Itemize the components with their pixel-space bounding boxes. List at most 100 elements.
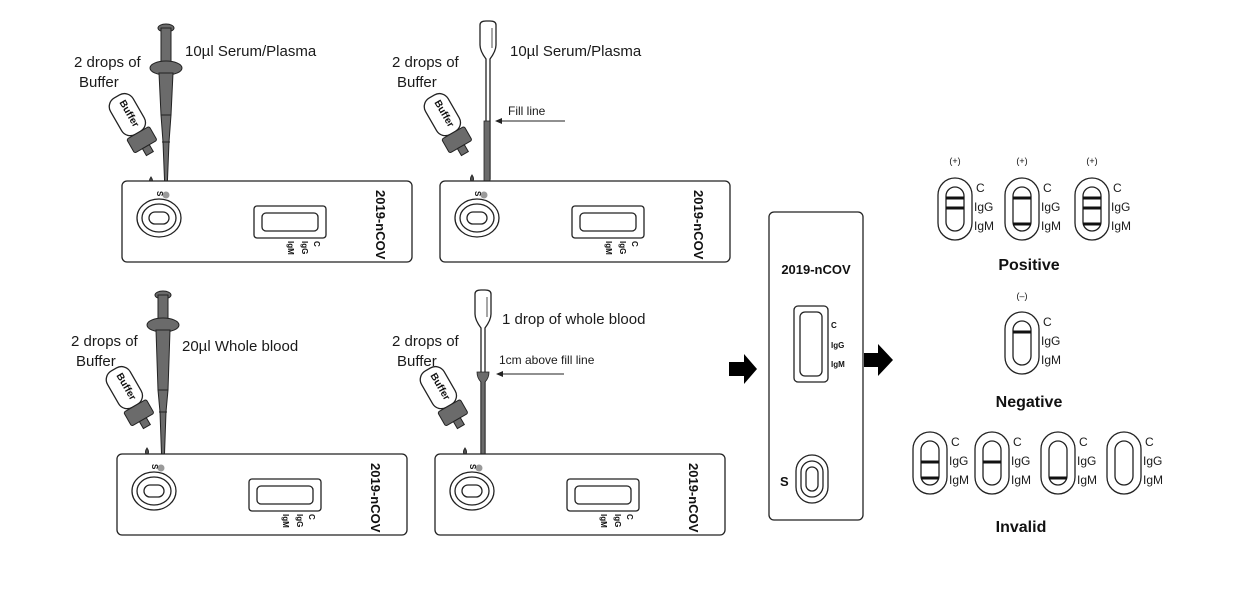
line-label: IgM bbox=[599, 514, 608, 528]
sample-drop-icon bbox=[475, 464, 483, 472]
line-label: C bbox=[976, 181, 985, 195]
band-igg bbox=[1083, 206, 1101, 210]
line-label: C bbox=[625, 514, 634, 520]
fill-line-label: Fill line bbox=[508, 104, 546, 118]
cassette-brand: 2019-nCOV bbox=[368, 463, 383, 533]
line-label: IgG bbox=[295, 514, 304, 527]
sample-well-hole bbox=[143, 484, 165, 498]
line-label: C bbox=[1113, 181, 1122, 195]
line-label: IgM bbox=[281, 514, 290, 528]
result-strip: C IgG IgM bbox=[1004, 177, 1061, 241]
result-window-inner bbox=[579, 212, 637, 232]
sample-port-letter: S bbox=[780, 474, 789, 489]
result-window-inner bbox=[261, 212, 319, 232]
sample-well-hole bbox=[805, 466, 819, 492]
line-label: IgM bbox=[1041, 219, 1061, 233]
result-sign: (+) bbox=[1016, 156, 1027, 166]
buffer-label-line1: 2 drops of bbox=[74, 54, 142, 71]
panel-serum-dropper: 2 drops of Buffer 10µl Serum/Plasma Fill… bbox=[392, 20, 642, 195]
sample-well-hole bbox=[466, 211, 488, 225]
strip-window bbox=[1048, 440, 1068, 486]
buffer-label-line2: Buffer bbox=[79, 74, 119, 91]
line-label: IgM bbox=[1011, 473, 1031, 487]
line-label: C bbox=[1079, 435, 1088, 449]
line-label: IgM bbox=[1077, 473, 1097, 487]
line-label: IgM bbox=[1143, 473, 1163, 487]
buffer-label-line2: Buffer bbox=[397, 74, 437, 91]
line-label: IgG bbox=[1011, 454, 1030, 468]
line-label: C bbox=[1013, 435, 1022, 449]
sample-drop-icon bbox=[162, 191, 170, 199]
line-label-c: C bbox=[831, 321, 837, 330]
band-igm bbox=[1013, 222, 1031, 226]
line-label: IgM bbox=[286, 241, 295, 255]
results-section: (+) C IgG IgM (+) C IgG IgM (+) C IgG IgM Positive (–… bbox=[912, 156, 1163, 536]
line-label-igg: IgG bbox=[831, 341, 844, 350]
result-sign: (+) bbox=[949, 156, 960, 166]
band-igm bbox=[1083, 222, 1101, 226]
line-label: C bbox=[1145, 435, 1154, 449]
line-label: C bbox=[951, 435, 960, 449]
line-label: IgG bbox=[613, 514, 622, 527]
strip-window bbox=[1012, 320, 1032, 366]
band-igg bbox=[921, 460, 939, 464]
buffer-label-line2: Buffer bbox=[397, 353, 437, 370]
sample-label: 10µl Serum/Plasma bbox=[510, 43, 642, 60]
result-strip: C IgG IgM bbox=[937, 177, 994, 241]
sample-port-letter: S bbox=[473, 191, 482, 197]
buffer-label-line2: Buffer bbox=[76, 353, 116, 370]
result-window-inner bbox=[574, 485, 632, 505]
dropper-icon bbox=[479, 20, 497, 184]
band-c bbox=[1013, 330, 1031, 334]
micropipette-icon bbox=[149, 23, 183, 193]
line-label: IgG bbox=[1041, 200, 1060, 214]
next-step-arrow-icon bbox=[864, 344, 893, 376]
result-sign: (–) bbox=[1017, 291, 1028, 301]
fill-line-label: 1cm above fill line bbox=[499, 353, 595, 367]
line-label: IgM bbox=[974, 219, 994, 233]
line-label: IgM bbox=[1041, 353, 1061, 367]
band-c bbox=[946, 196, 964, 200]
result-title: Invalid bbox=[996, 519, 1047, 536]
line-label: IgM bbox=[604, 241, 613, 255]
line-label: C bbox=[312, 241, 321, 247]
result-title: Positive bbox=[998, 257, 1059, 274]
buffer-bottle-icon: Buffer bbox=[108, 92, 157, 157]
sample-port-letter: S bbox=[155, 191, 164, 197]
sample-port-letter: S bbox=[150, 464, 159, 470]
band-igm bbox=[1049, 476, 1067, 480]
dropper-icon bbox=[474, 289, 492, 464]
next-step-arrow-icon bbox=[729, 354, 757, 384]
line-label: C bbox=[630, 241, 639, 247]
line-label: C bbox=[1043, 181, 1052, 195]
vertical-cassette: 2019-nCOV C IgG IgM S bbox=[768, 211, 864, 521]
cassette-brand: 2019-nCOV bbox=[686, 463, 701, 533]
sample-label: 10µl Serum/Plasma bbox=[185, 43, 317, 60]
sample-label: 1 drop of whole blood bbox=[502, 311, 645, 328]
result-window-inner bbox=[799, 311, 823, 377]
sample-drop-icon bbox=[157, 464, 165, 472]
band-c bbox=[1083, 196, 1101, 200]
buffer-bottle-icon: Buffer bbox=[423, 92, 472, 157]
panel-blood-pipette: 2 drops of Buffer 20µl Whole blood Buffe… bbox=[71, 290, 298, 469]
sample-label: 20µl Whole blood bbox=[182, 338, 298, 355]
panel-serum-pipette: 2 drops of Buffer 10µl Serum/Plasma Buff… bbox=[74, 23, 317, 197]
sample-well-hole bbox=[148, 211, 170, 225]
cassette-brand: 2019-nCOV bbox=[373, 190, 388, 260]
band-igg bbox=[983, 460, 1001, 464]
line-label: IgG bbox=[974, 200, 993, 214]
result-title: Negative bbox=[996, 394, 1063, 411]
buffer-bottle-icon: Buffer bbox=[105, 365, 154, 430]
band-c bbox=[1013, 196, 1031, 200]
result-sign: (+) bbox=[1086, 156, 1097, 166]
